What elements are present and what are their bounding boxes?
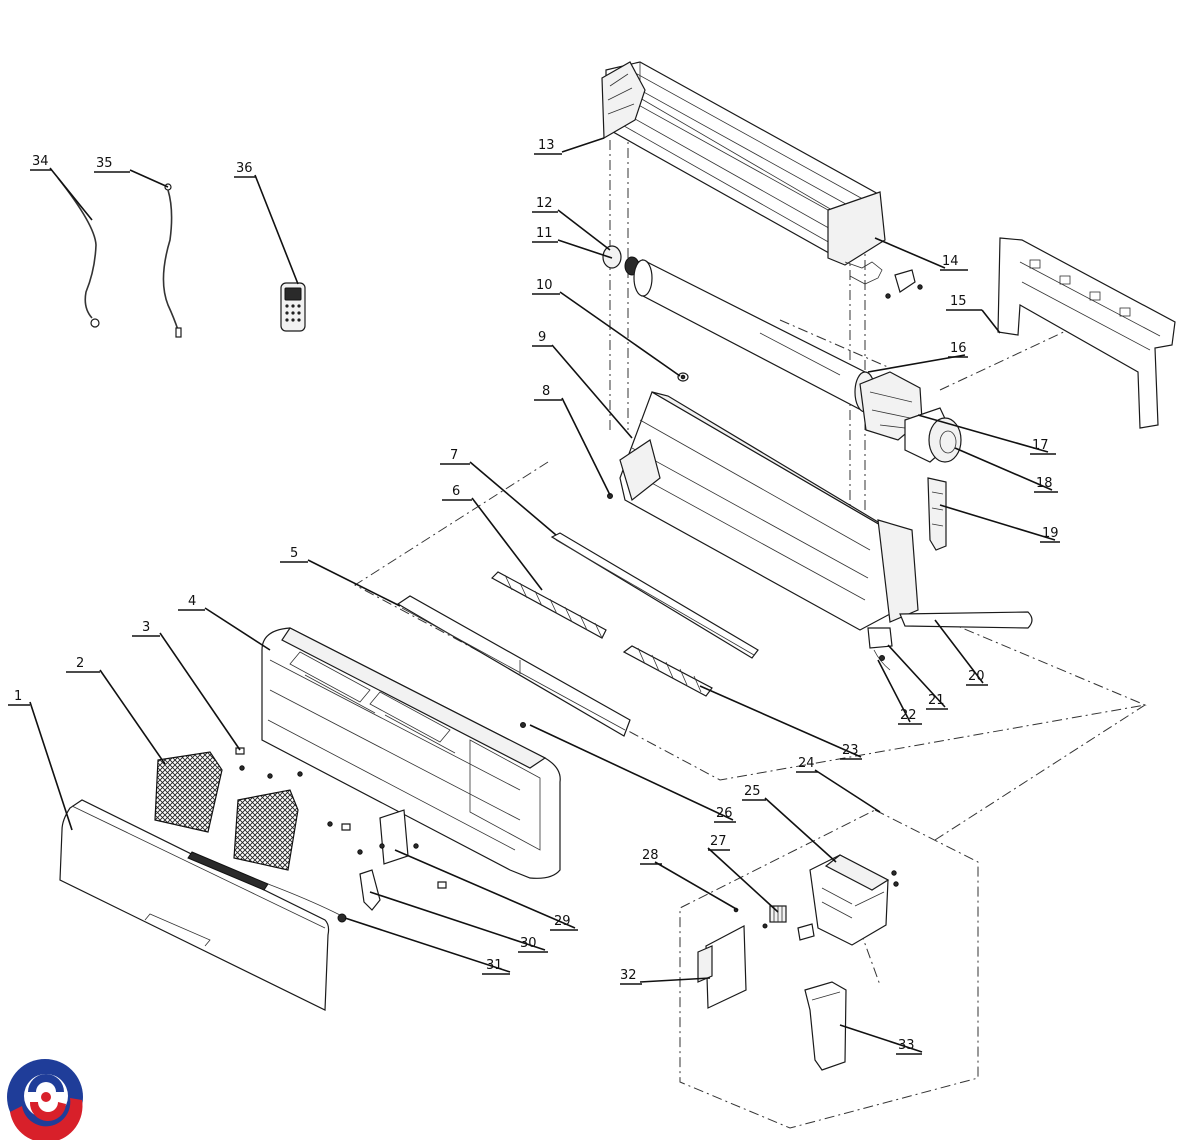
part-21-clip [867,627,893,649]
part-4-front-frame [261,627,561,879]
part-12-bearing-holder [602,245,622,269]
part-2-air-filter [154,751,299,871]
leader-lines [29,137,1056,1053]
callout-31: 31 [486,958,503,973]
part-10-screw [677,372,689,382]
callout-32: 32 [620,968,637,983]
callout-36: 36 [236,161,253,176]
part-19-side-cover [927,477,947,551]
callout-27: 27 [710,834,727,849]
callout-24: 24 [798,756,815,771]
callout-4: 4 [188,594,196,609]
callout-12: 12 [536,196,553,211]
callout-5: 5 [290,546,298,561]
callout-7: 7 [450,448,458,463]
part-25-electric-box [809,854,899,946]
part-22-screw [873,649,891,671]
callout-8: 8 [542,384,550,399]
callout-21: 21 [928,693,945,708]
callout-9: 9 [538,330,546,345]
part-20-drain-hose [899,611,1033,629]
callout-16: 16 [950,341,967,356]
callout-20: 20 [968,669,985,684]
callout-33: 33 [898,1038,915,1053]
callout-26: 26 [716,806,733,821]
callout-17: 17 [1032,438,1049,453]
callout-18: 18 [1036,476,1053,491]
callout-35: 35 [96,156,113,171]
callout-14: 14 [942,254,959,269]
callout-19: 19 [1042,526,1059,541]
part-5-air-outlet-panel [396,595,631,737]
part-31-connector [337,913,347,923]
callout-10: 10 [536,278,553,293]
part-35-cable [162,183,182,338]
callout-15: 15 [950,294,967,309]
callout-28: 28 [642,848,659,863]
part-27-terminal-block [762,905,815,941]
part-1-front-panel [59,799,341,1011]
part-3-screws [235,747,351,831]
callout-13: 13 [538,138,555,153]
callout-34: 34 [32,154,49,169]
part-7-horizontal-louver [550,532,759,659]
callout-23: 23 [842,743,859,758]
part-15-mounting-plate [997,237,1176,429]
callout-30: 30 [520,936,537,951]
part-16-crossflow-fan [633,259,876,413]
callout-29: 29 [554,914,571,929]
callout-6: 6 [452,484,460,499]
part-14-pipe-clip [844,261,923,299]
callout-2: 2 [76,656,84,671]
part-34-cable [57,177,100,328]
brand-logo [7,1059,83,1140]
callout-labels: 1 2 3 4 5 6 7 8 9 10 11 12 13 14 15 16 1… [8,138,1060,1055]
callout-11: 11 [536,226,553,241]
part-26-screw [520,722,526,728]
part-32-cover-plate [697,925,747,1009]
part-6-vertical-louver [491,571,607,639]
callout-1: 1 [14,689,22,704]
part-13-evaporator [601,61,886,266]
part-30-bracket [359,869,381,911]
part-36-remote-control [280,282,306,332]
part-33-box-cover [804,981,847,1071]
callout-22: 22 [900,708,917,723]
callout-3: 3 [142,620,150,635]
callout-25: 25 [744,784,761,799]
part-9-base-chassis [619,391,919,631]
part-23-vertical-louver [622,645,713,697]
